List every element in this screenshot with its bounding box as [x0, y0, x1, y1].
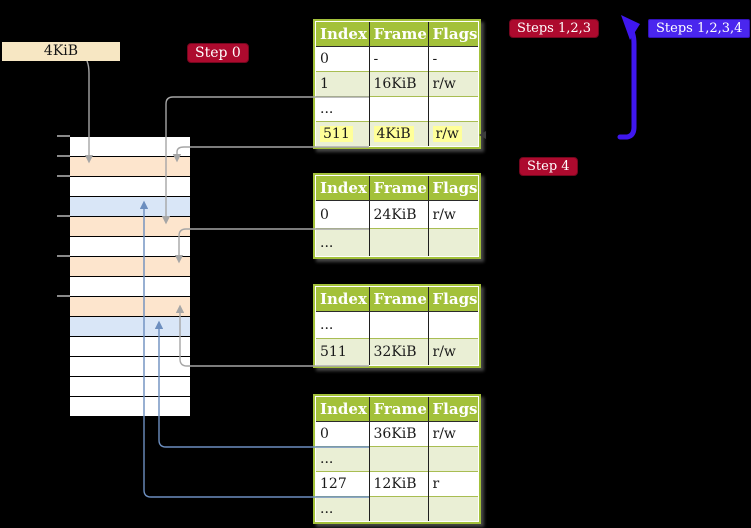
col-index: Index [316, 176, 369, 201]
table-row: ... [316, 446, 478, 472]
col-frame: Frame [368, 176, 428, 201]
col-index: Index [316, 397, 369, 422]
table-header: Index Frame Flags [316, 287, 478, 312]
highlighted-value: 511 [320, 126, 353, 142]
badge-steps-1-2-3: Steps 1,2,3 [509, 19, 600, 38]
table-row: ... [316, 96, 478, 122]
col-index: Index [316, 287, 369, 312]
stack-row-white [70, 377, 190, 397]
memory-stack [70, 136, 190, 417]
tick-mark [57, 215, 70, 217]
table-row: ... [316, 228, 478, 256]
page-table-bottom: Index Frame Flags 0 36KiB r/w ... 127 12… [313, 394, 481, 524]
col-flags: Flags [427, 397, 478, 422]
tick-mark [57, 175, 70, 177]
page-table-top: Index Frame Flags 0 - - 1 16KiB r/w ... … [313, 19, 481, 149]
table-row: 1 16KiB r/w [316, 71, 478, 97]
stack-row-peach [70, 257, 190, 277]
tick-mark [57, 295, 70, 297]
table-header: Index Frame Flags [316, 397, 478, 422]
stack-row-blue [70, 197, 190, 217]
badge-step-4: Step 4 [519, 157, 578, 176]
page-table-third: Index Frame Flags ... 511 32KiB r/w [313, 284, 481, 368]
big-steps-arrowhead [621, 15, 640, 40]
col-frame: Frame [368, 397, 428, 422]
col-frame: Frame [368, 287, 428, 312]
highlighted-value: 4KiB [373, 126, 414, 142]
stack-row-white [70, 277, 190, 297]
tick-mark [57, 255, 70, 257]
stack-row-white [70, 397, 190, 417]
table-row: 0 - - [316, 46, 478, 72]
page-table-second: Index Frame Flags 0 24KiB r/w ... [313, 173, 481, 259]
col-index: Index [316, 22, 369, 47]
stack-row-peach [70, 297, 190, 317]
table-row: 0 24KiB r/w [316, 200, 478, 229]
table-header: Index Frame Flags [316, 176, 478, 201]
stack-row-white [70, 357, 190, 377]
col-flags: Flags [427, 287, 478, 312]
stack-row-white [70, 237, 190, 257]
table-row: ... [316, 311, 478, 339]
badge-step-0: Step 0 [187, 43, 249, 63]
stack-row-blue [70, 317, 190, 337]
table-row: 0 36KiB r/w [316, 421, 478, 447]
stack-row-peach [70, 217, 190, 237]
tick-mark [57, 155, 70, 157]
stack-row-white [70, 177, 190, 197]
highlighted-value: r/w [432, 126, 462, 142]
badge-steps-1-2-3-4: Steps 1,2,3,4 [648, 19, 751, 38]
table-row: 511 32KiB r/w [316, 338, 478, 365]
stack-row-white [70, 337, 190, 357]
col-flags: Flags [427, 176, 478, 201]
table-row: 127 12KiB r [316, 471, 478, 497]
col-frame: Frame [368, 22, 428, 47]
table-row-highlighted: 511 4KiB r/w [316, 121, 478, 146]
col-flags: Flags [427, 22, 478, 47]
table-row: ... [316, 496, 478, 521]
table-header: Index Frame Flags [316, 22, 478, 47]
stack-row-white [70, 137, 190, 157]
big-steps-arrow [617, 23, 637, 140]
tick-mark [57, 135, 70, 137]
page-size-label: 4KiB [2, 42, 120, 61]
stack-row-peach [70, 157, 190, 177]
